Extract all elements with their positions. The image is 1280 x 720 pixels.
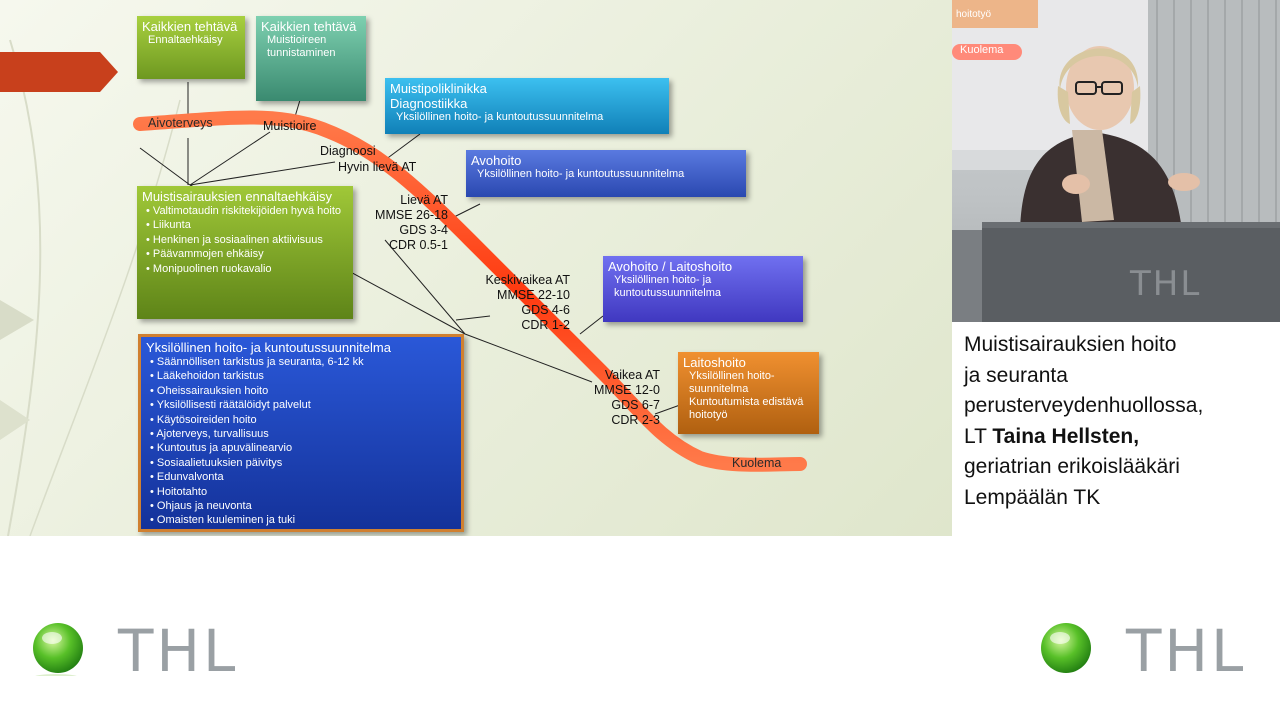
stage-line: CDR 1-2 [521, 318, 570, 332]
hoitosuunnitelma-list: Säännöllisen tarkistus ja seuranta, 6-12… [146, 355, 456, 528]
box-subtitle: Yksilöllinen hoito- ja kuntoutussuunnite… [396, 111, 604, 123]
thl-globe-icon [1041, 623, 1091, 673]
stage-label-lieva-at: Lievä AT MMSE 26-18 GDS 3-4 CDR 0.5-1 [360, 193, 448, 253]
list-item: Henkinen ja sosiaalinen aktiivisuus [142, 233, 348, 247]
list-item: Valtimotaudin riskitekijöiden hyvä hoito [142, 204, 348, 218]
list-item: Säännöllisen tarkistus ja seuranta, 6-12… [146, 355, 456, 369]
list-item: Omaisten kuuleminen ja tuki [146, 513, 456, 527]
box-title: Kaikkien tehtävä [142, 19, 238, 34]
box-muistipoliklinikka: Muistipoliklinikka Diagnostiikka Yksilöl… [385, 78, 669, 134]
stage-line: MMSE 12-0 [594, 383, 660, 397]
list-item: Hoitotahto [146, 485, 456, 499]
list-item: Monipuolinen ruokavalio [142, 262, 348, 276]
stage-line: Vaikea AT [604, 368, 660, 382]
caption-title: LT [964, 424, 993, 448]
band-label-aivoterveys: Aivoterveys [148, 116, 213, 130]
stage-line: MMSE 22-10 [497, 288, 570, 302]
box-title: Muistipoliklinikka [390, 81, 487, 96]
stage-line: Keskivaikea AT [485, 273, 570, 287]
stage-label-vaikea-at: Vaikea AT MMSE 12-0 GDS 6-7 CDR 2-3 [580, 368, 660, 428]
stage-line: GDS 3-4 [399, 223, 448, 237]
box-title: Avohoito [471, 153, 522, 168]
stage-label-hyvin-lieva: Hyvin lievä AT [338, 160, 417, 174]
list-item: Kuntoutus ja apuvälinearvio [146, 441, 456, 455]
list-item: Käytösoireiden hoito [146, 413, 456, 427]
box-subtitle: Muistioireen tunnistaminen [267, 34, 336, 59]
box-laitoshoito: Laitoshoito Yksilöllinen hoito-suunnitel… [678, 352, 819, 434]
thl-logo-text: THL [118, 617, 239, 685]
stage-label-diagnoosi: Diagnoosi [320, 144, 376, 158]
presentation-slide: Aivoterveys Kuolema Kaikkien tehtävä Enn… [0, 0, 952, 536]
band-label-kuolema: Kuolema [732, 456, 782, 470]
box-subtitle: Yksilöllinen hoito- ja kuntoutussuunnite… [614, 274, 722, 299]
thl-logo-right: THL [1036, 618, 1256, 688]
box-title: Yksilöllinen hoito- ja kuntoutussuunnite… [146, 340, 391, 355]
stage-label-keskivaikea-at: Keskivaikea AT MMSE 22-10 GDS 4-6 CDR 1-… [460, 273, 570, 333]
speaker-video-frame [952, 0, 1280, 322]
list-item: Sosiaalietuuksien päivitys [146, 456, 456, 470]
list-item: Ajoterveys, turvallisuus [146, 427, 456, 441]
list-item: Päävammojen ehkäisy [142, 247, 348, 261]
box-title: Laitoshoito [683, 355, 746, 370]
caption-line: perusterveydenhuollossa, [964, 394, 1204, 417]
background-slide-label: Kuolema [960, 44, 1004, 56]
decor-curve [7, 39, 42, 536]
stage-line: GDS 4-6 [521, 303, 570, 317]
caption-speaker-line: LT Taina Hellsten, [964, 422, 1274, 453]
box-hoito-kuntoutussuunnitelma: Yksilöllinen hoito- ja kuntoutussuunnite… [138, 334, 464, 532]
caption-line: ja seuranta [964, 363, 1068, 387]
speaker-caption: Muistisairauksien hoito ja seuranta peru… [964, 330, 1274, 513]
thl-globe-icon [33, 623, 83, 676]
list-item: Ohjaus ja neuvonta [146, 499, 456, 513]
box-avohoito-laitoshoito: Avohoito / Laitoshoito Yksilöllinen hoit… [603, 256, 803, 322]
caption-line: geriatrian erikoislääkäri [964, 455, 1180, 478]
orange-arrow-icon [0, 52, 118, 92]
box-avohoito: Avohoito Yksilöllinen hoito- ja kuntoutu… [466, 150, 746, 197]
stage-line: CDR 0.5-1 [388, 238, 448, 252]
list-item: Liikunta [142, 218, 348, 232]
stage-label-muistioire: Muistioire [263, 119, 317, 133]
list-item: Lääkehoidon tarkistus [146, 369, 456, 383]
disease-course-band [133, 110, 807, 472]
ennaltaehkaisy-list: Valtimotaudin riskitekijöiden hyvä hoito… [142, 204, 348, 276]
box-title: Avohoito / Laitoshoito [608, 259, 733, 274]
box-subtitle: Ennaltaehkäisy [148, 34, 223, 46]
caption-line: Muistisairauksien hoito [964, 333, 1177, 356]
speaker-video: THL Kuolema hoitotyö [952, 0, 1280, 322]
decor-triangle [0, 300, 34, 340]
thl-logo-text: THL [1126, 617, 1247, 685]
stage-line: Lievä AT [400, 193, 448, 207]
stage-line: MMSE 26-18 [375, 208, 448, 222]
box-ennaltaehkaisy: Muistisairauksien ennaltaehkäisy Valtimo… [137, 186, 353, 319]
thl-logo-left: THL [28, 618, 248, 688]
box-title-2: Diagnostiikka [390, 96, 468, 111]
podium-logo-text: THL [1130, 264, 1202, 304]
stage-line: CDR 2-3 [611, 413, 660, 427]
box-title: Muistisairauksien ennaltaehkäisy [142, 189, 333, 204]
list-item: Oheissairauksien hoito [146, 384, 456, 398]
list-item: Edunvalvonta [146, 470, 456, 484]
box-subtitle-2: Kuntoutumista edistävä hoitotyö [689, 396, 804, 421]
speaker-name: Taina Hellsten, [992, 424, 1140, 448]
slide-graphics [0, 39, 807, 536]
box-title: Kaikkien tehtävä [261, 19, 357, 34]
box-kaikkien-tehtava-tunnistaminen: Kaikkien tehtävä Muistioireen tunnistami… [256, 16, 366, 101]
decor-triangle [0, 400, 30, 440]
list-item: Yksilöllisesti räätälöidyt palvelut [146, 398, 456, 412]
stage-line: GDS 6-7 [611, 398, 660, 412]
box-subtitle: Yksilöllinen hoito- ja kuntoutussuunnite… [477, 168, 685, 180]
background-slide-top-text: hoitotyö [956, 9, 992, 20]
box-subtitle: Yksilöllinen hoito-suunnitelma [689, 370, 775, 395]
box-kaikkien-tehtava-ennaltaehkaisy: Kaikkien tehtävä Ennaltaehkäisy [137, 16, 245, 79]
caption-line: Lempäälän TK [964, 485, 1101, 509]
